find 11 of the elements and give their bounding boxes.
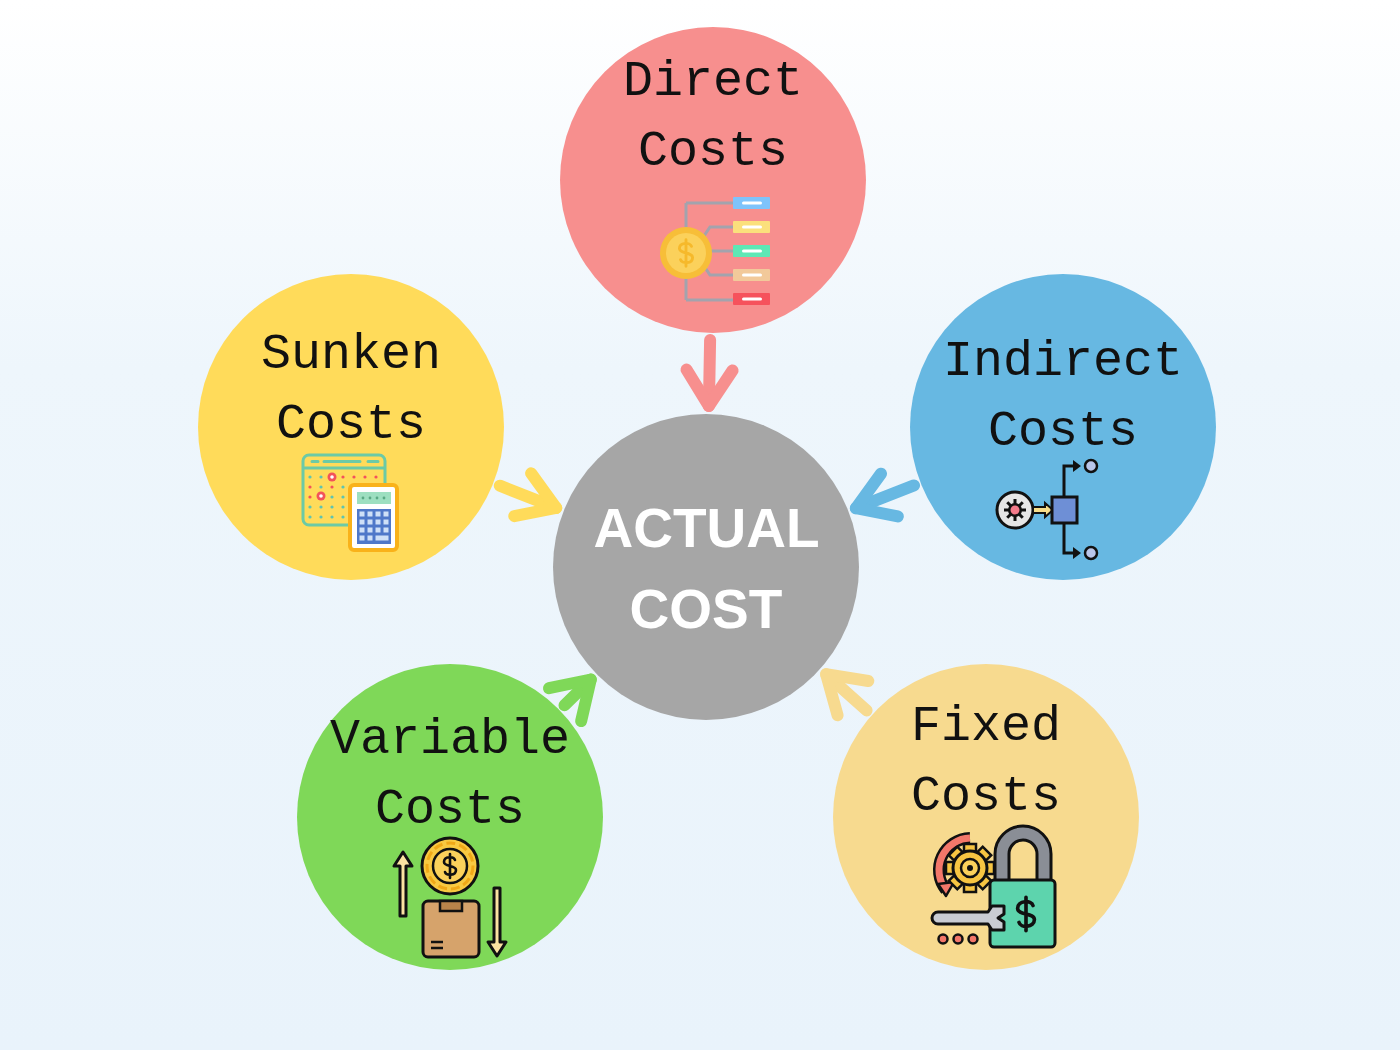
arrow [680, 334, 739, 412]
arrow [543, 673, 597, 728]
category-title: Fixed Costs [911, 697, 1061, 827]
central-title: ACTUAL COST [593, 496, 819, 642]
arrow [849, 467, 920, 523]
arrow [493, 467, 563, 523]
arrow [820, 668, 875, 722]
category-title: Sunken Costs [261, 325, 441, 455]
category-title: Variable Costs [330, 710, 570, 840]
category-title: Direct Costs [623, 52, 803, 182]
category-title: Indirect Costs [943, 332, 1183, 462]
